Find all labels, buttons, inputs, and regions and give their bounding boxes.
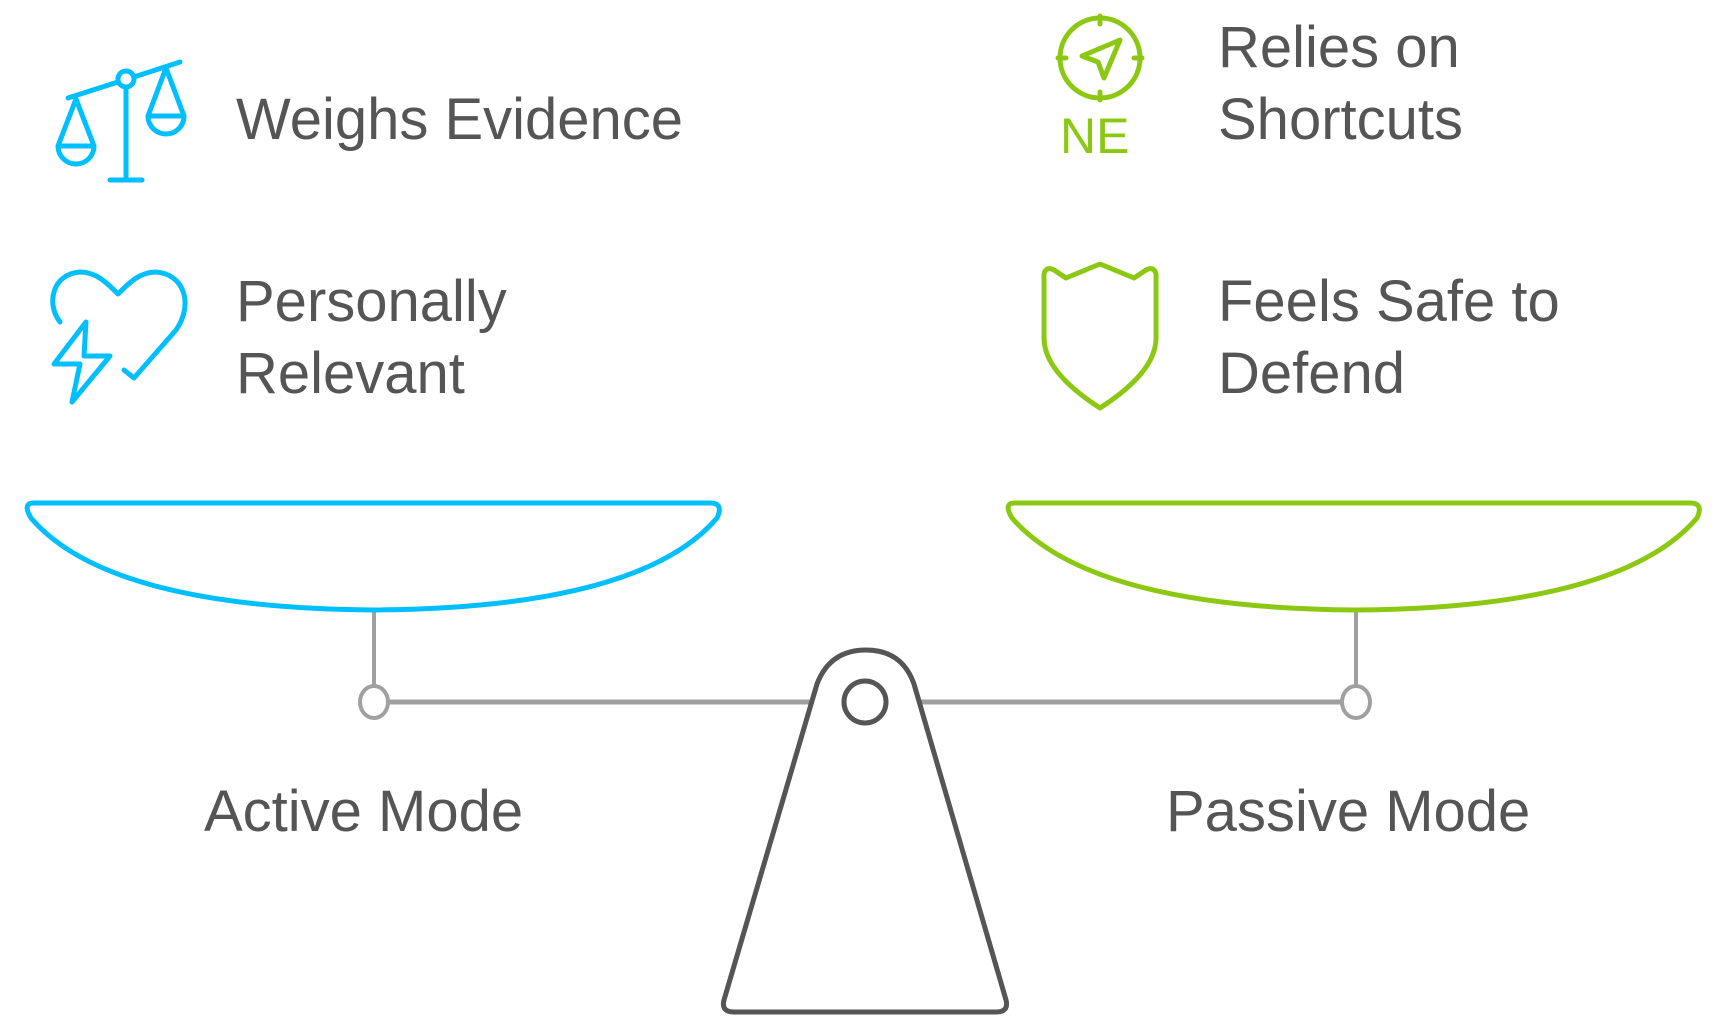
shield-icon: [1041, 262, 1159, 411]
compass-icon: [1055, 13, 1145, 103]
fulcrum-pivot: [841, 678, 889, 726]
label-line: Relevant: [236, 341, 465, 406]
label-line: Personally: [236, 269, 507, 334]
label-line: Shortcuts: [1218, 87, 1463, 152]
scales-icon: [55, 59, 187, 183]
label-feels-safe-to-defend: Feels Safe to Defend: [1218, 266, 1560, 410]
fulcrum: [721, 647, 1009, 1015]
label-weighs-evidence: Weighs Evidence: [236, 84, 683, 156]
left-pivot: [358, 684, 390, 720]
label-line: Relies on: [1218, 15, 1460, 80]
right-pan: [1005, 500, 1702, 613]
left-pan: [24, 500, 722, 613]
label-relies-on-shortcuts: Relies on Shortcuts: [1218, 12, 1463, 156]
active-mode-label: Active Mode: [204, 779, 524, 844]
label-personally-relevant: Personally Relevant: [236, 266, 507, 410]
label-line: Feels Safe to: [1218, 269, 1560, 334]
label-line: Defend: [1218, 341, 1406, 406]
heart-lightning-icon: [50, 269, 188, 405]
passive-mode-label: Passive Mode: [1166, 779, 1531, 844]
compass-direction-text: NE: [1060, 108, 1130, 164]
right-pivot: [1340, 684, 1372, 720]
label-line: Weighs Evidence: [236, 87, 684, 152]
